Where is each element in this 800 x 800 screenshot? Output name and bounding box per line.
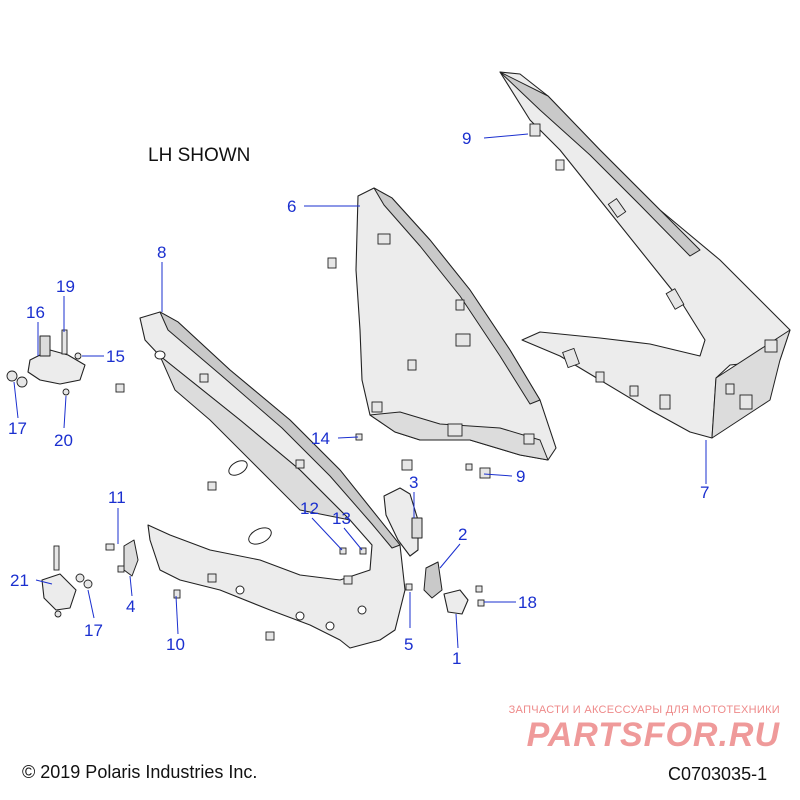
part-7-panel	[499, 71, 791, 439]
callout-10: 10	[166, 635, 185, 654]
callout-leaders	[13, 133, 707, 649]
callout-7: 7	[700, 483, 709, 502]
part-2-latch	[423, 561, 443, 599]
callout-6: 6	[287, 197, 296, 216]
callout-8: 8	[157, 243, 166, 262]
callout-16: 16	[26, 303, 45, 322]
callout-18: 18	[518, 593, 537, 612]
callout-9-top: 9	[462, 129, 471, 148]
callout-15: 15	[106, 347, 125, 366]
watermark-brand: PARTSFOR.RU	[526, 716, 780, 754]
callout-1: 1	[452, 649, 461, 668]
callout-13: 13	[332, 509, 351, 528]
callout-11: 11	[108, 488, 126, 507]
small-hardware	[173, 123, 541, 599]
part-16-bracket	[6, 329, 86, 396]
part-4-clip	[105, 539, 139, 577]
callout-numbers: 9 6 8 19 16 15 17 20 14 9 3 7 11 12 13 2…	[8, 129, 709, 668]
callout-17-top: 17	[8, 419, 27, 438]
callout-5: 5	[404, 635, 413, 654]
part-1-latch	[443, 585, 485, 615]
callout-4: 4	[126, 597, 135, 616]
watermark: ЗАПЧАСТИ И АКСЕССУАРЫ ДЛЯ МОТОТЕХНИКИ PA…	[480, 704, 780, 754]
part-21-bracket	[41, 545, 93, 618]
callout-17-bottom: 17	[84, 621, 103, 640]
watermark-subtitle: ЗАПЧАСТИ И АКСЕССУАРЫ ДЛЯ МОТОТЕХНИКИ	[508, 704, 780, 716]
callout-9-bottom: 9	[516, 467, 525, 486]
callout-3: 3	[409, 473, 418, 492]
copyright-text: © 2019 Polaris Industries Inc.	[22, 762, 258, 782]
part-8-frame	[115, 311, 406, 649]
callout-19: 19	[56, 277, 75, 296]
callout-14: 14	[311, 429, 330, 448]
callout-21: 21	[10, 571, 29, 590]
callout-2: 2	[458, 525, 467, 544]
drawing-number: C0703035-1	[668, 764, 768, 784]
view-note: LH SHOWN	[148, 145, 251, 166]
callout-12: 12	[300, 499, 319, 518]
part-3-hinge	[383, 487, 423, 557]
callout-20: 20	[54, 431, 73, 450]
part-6-panel	[327, 187, 557, 461]
